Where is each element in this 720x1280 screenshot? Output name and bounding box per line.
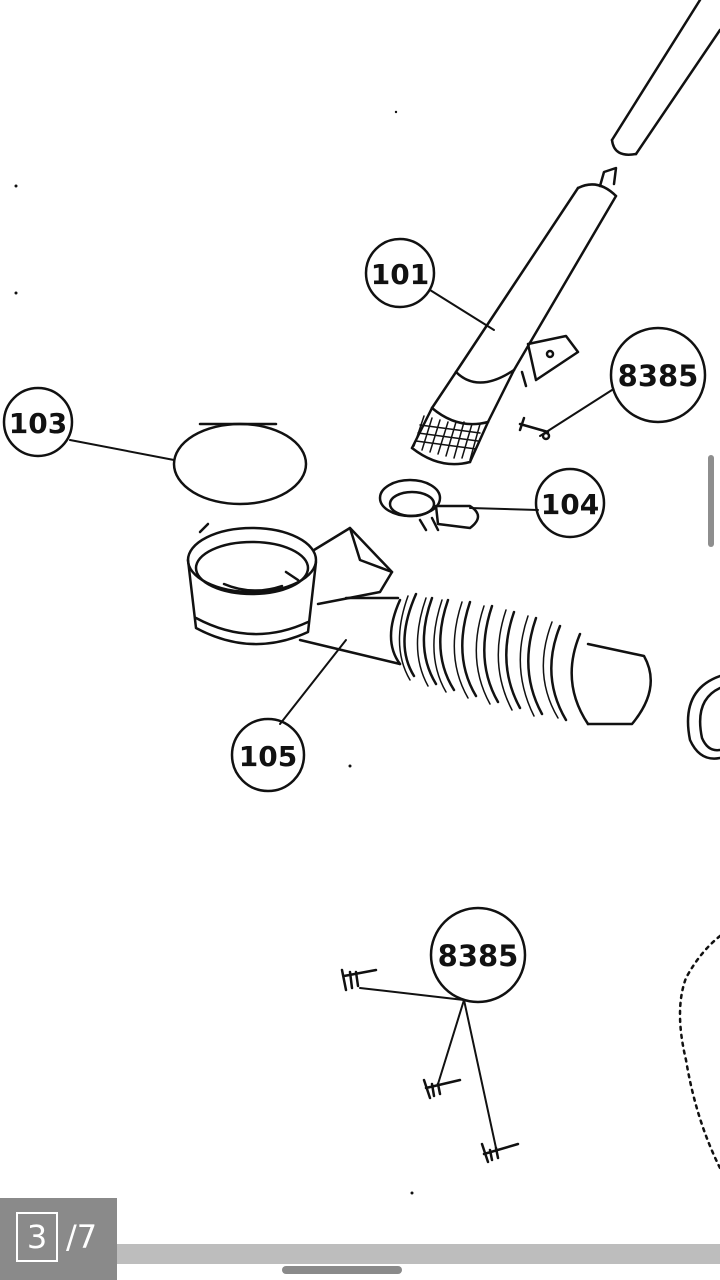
callout-104-circle: [534, 467, 606, 539]
part-101-hose: [410, 166, 618, 466]
callout-104-label: 104: [541, 488, 599, 521]
page-progress-bar: [117, 1244, 720, 1264]
rod-part: [610, 0, 720, 156]
callout-103-label: 103: [9, 407, 67, 440]
callout-105-circle: [230, 717, 306, 793]
part-104-clamp: [378, 478, 480, 532]
callout-101-label: 101: [371, 258, 429, 291]
scan-specks: [14, 110, 414, 1195]
part-103-gasket: [172, 422, 308, 506]
leader-lines: [69, 289, 613, 1149]
page-counter[interactable]: 3 /7: [0, 1198, 117, 1280]
callout-8385-bottom-circle: [429, 906, 527, 1004]
screw-top: [518, 416, 551, 441]
screw-bottom-3: [480, 1142, 520, 1164]
total-pages: /7: [66, 1218, 98, 1256]
callout-101-circle: [364, 237, 436, 309]
callout-103-circle: [2, 386, 74, 458]
callout-8385-top-label: 8385: [618, 359, 699, 393]
dotted-outline: [678, 934, 720, 1170]
callout-105-label: 105: [239, 740, 297, 773]
current-page-number: 3: [16, 1212, 58, 1262]
part-105-sump: [186, 522, 652, 726]
callout-8385-bottom-label: 8385: [438, 939, 519, 973]
screw-bottom-1: [340, 968, 378, 992]
home-indicator[interactable]: [282, 1266, 402, 1274]
screw-bottom-2: [422, 1078, 462, 1100]
ring-partial: [686, 674, 720, 760]
scrollbar-thumb[interactable]: [708, 455, 714, 547]
callout-8385-top-circle: [609, 326, 707, 424]
